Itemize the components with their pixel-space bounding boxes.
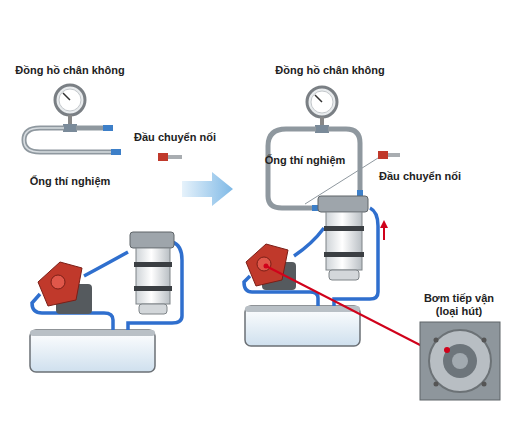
adapter-tip: [168, 155, 182, 159]
gauge-rim: [307, 87, 337, 117]
fuel-system-after: [244, 196, 388, 346]
leader-dot: [264, 264, 269, 269]
tee-fitting: [315, 125, 329, 133]
hose-fitting: [103, 125, 113, 131]
hose: [76, 126, 104, 131]
pump-cover: [257, 257, 271, 271]
marker-dot: [444, 347, 450, 353]
filter-head: [130, 232, 174, 248]
filter-cup: [139, 304, 167, 314]
fuel-hose: [84, 252, 128, 276]
flow-arrow: [383, 226, 385, 240]
hose: [268, 129, 318, 208]
gauge-needle: [315, 95, 322, 102]
pump-gear: [452, 353, 468, 369]
hose-highlight: [24, 128, 112, 152]
gauge-rim: [55, 85, 85, 115]
fuel-hose: [294, 228, 324, 256]
gauge-face: [59, 89, 81, 111]
bolt: [482, 338, 487, 343]
filter-head: [318, 196, 368, 212]
adapter-tip: [388, 153, 400, 157]
feed-pump: [246, 244, 288, 286]
part-label: Đầu chuyển nối: [379, 170, 461, 183]
filter-band: [134, 286, 172, 291]
bolt: [434, 338, 439, 343]
filter-bowl: [326, 212, 362, 270]
hose-fitting: [111, 149, 121, 155]
filter-band: [134, 262, 172, 267]
filter-bowl: [136, 248, 170, 304]
feed-pump: [38, 262, 82, 306]
photo-frame: [420, 322, 500, 400]
hose: [24, 128, 112, 152]
part-label: Đồng hồ chân không: [275, 64, 384, 77]
tank-top: [30, 330, 155, 336]
pump-cover: [51, 275, 65, 289]
adapter-body: [378, 151, 388, 159]
inset-frame: Bơm tiếp vận (loại hút): [412, 292, 506, 402]
filter-band: [324, 252, 364, 257]
filter-cup: [329, 270, 359, 280]
pump-housing: [429, 330, 491, 392]
fuel-tank: [245, 306, 360, 346]
part-label: Đầu chuyển nối: [134, 131, 216, 144]
tank-top: [245, 306, 360, 312]
gauge-stem: [320, 117, 324, 126]
gauge-stem: [68, 115, 72, 125]
bolt: [434, 382, 439, 387]
inset-photo: [420, 322, 500, 400]
gauge-face: [311, 91, 333, 113]
gauge-needle: [63, 93, 70, 100]
vacuum-gauge: [307, 87, 337, 133]
adapter: [158, 153, 182, 161]
part-label: Đồng hồ chân không: [15, 64, 124, 77]
inset-heading: Bơm tiếp vận (loại hút): [412, 292, 506, 318]
adapter-body: [158, 153, 168, 161]
leader-line: [266, 266, 422, 346]
pump-cavity: [443, 344, 477, 378]
part-label: Ống thí nghiệm: [265, 154, 346, 167]
fuel-hose: [128, 242, 182, 330]
vacuum-gauge: [55, 85, 85, 132]
fuel-system-before: [30, 232, 182, 372]
fuel-tank: [30, 330, 155, 372]
filter-band: [324, 226, 364, 231]
bolt: [482, 382, 487, 387]
transition-arrow: [182, 172, 233, 206]
test-hose: [24, 125, 121, 155]
tee-fitting: [63, 124, 77, 132]
part-label: Ống thí nghiệm: [30, 175, 111, 188]
flow-arrow-head: [380, 220, 388, 228]
